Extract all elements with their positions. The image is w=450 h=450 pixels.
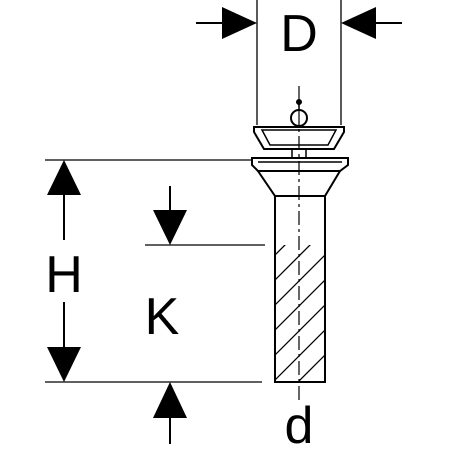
label-d-lower: d bbox=[285, 397, 314, 450]
arrow-k-up bbox=[153, 382, 187, 418]
stopper-cap-inner bbox=[260, 129, 338, 146]
drain-tube-outline bbox=[274, 195, 326, 383]
drain-flange bbox=[251, 157, 349, 172]
arrow-h-down bbox=[47, 347, 81, 382]
arrow-d-left bbox=[222, 7, 257, 39]
tube-hatching bbox=[275, 245, 325, 382]
label-h: H bbox=[45, 246, 83, 304]
label-d-upper: D bbox=[280, 5, 318, 63]
reference-lines bbox=[45, 159, 265, 383]
arrow-d-right bbox=[341, 7, 376, 39]
arrow-h-up bbox=[47, 160, 81, 195]
dimension-d-group bbox=[196, 0, 402, 125]
drain-stopper bbox=[251, 99, 349, 383]
arrow-k-down bbox=[153, 210, 187, 245]
label-k: K bbox=[145, 288, 180, 346]
